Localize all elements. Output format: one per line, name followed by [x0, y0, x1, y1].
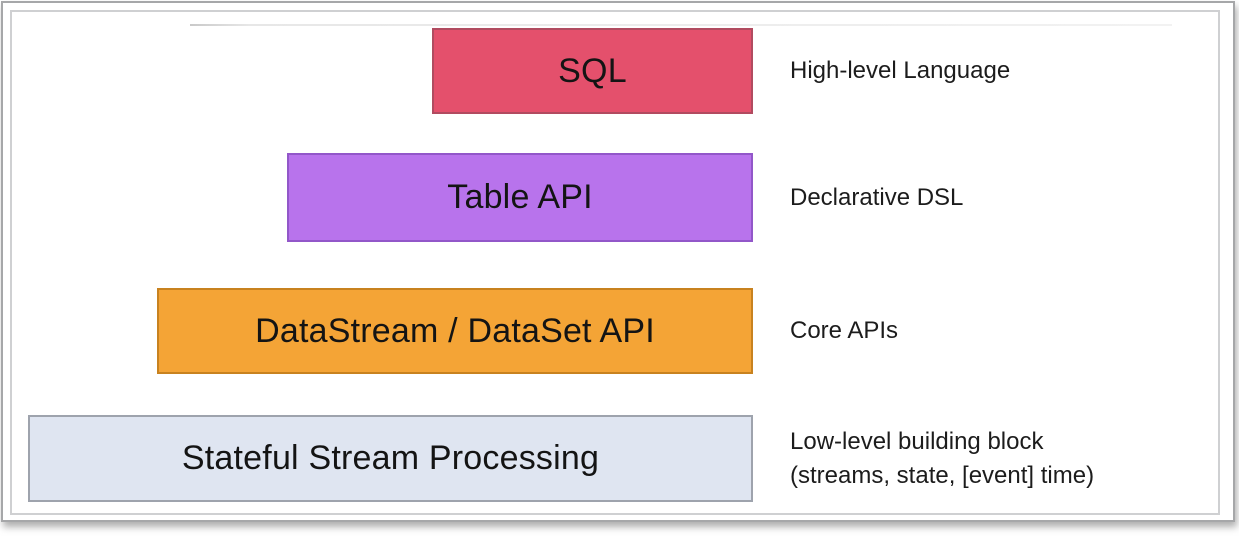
side-label-declarative-dsl: Declarative DSL: [790, 183, 964, 211]
side-label-low-level-building-block: Low-level building block (streams, state…: [790, 428, 1095, 489]
layer-box-datastream-dataset-api: DataStream / DataSet API: [157, 288, 753, 374]
layer-label-table-api: Table API: [447, 178, 593, 216]
layer-label-sql: SQL: [558, 51, 627, 90]
side-label-high-level-language: High-level Language: [790, 57, 1011, 85]
layer-box-stateful-stream-processing: Stateful Stream Processing: [28, 415, 753, 502]
side-label-core-apis: Core APIs: [790, 317, 899, 345]
divider-line: [190, 24, 1172, 26]
layer-label-datastream-dataset-api: DataStream / DataSet API: [255, 311, 655, 350]
layer-label-stateful-stream-processing: Stateful Stream Processing: [181, 439, 600, 477]
layer-box-table-api: Table API: [287, 153, 753, 242]
layer-box-sql: SQL: [432, 28, 753, 114]
